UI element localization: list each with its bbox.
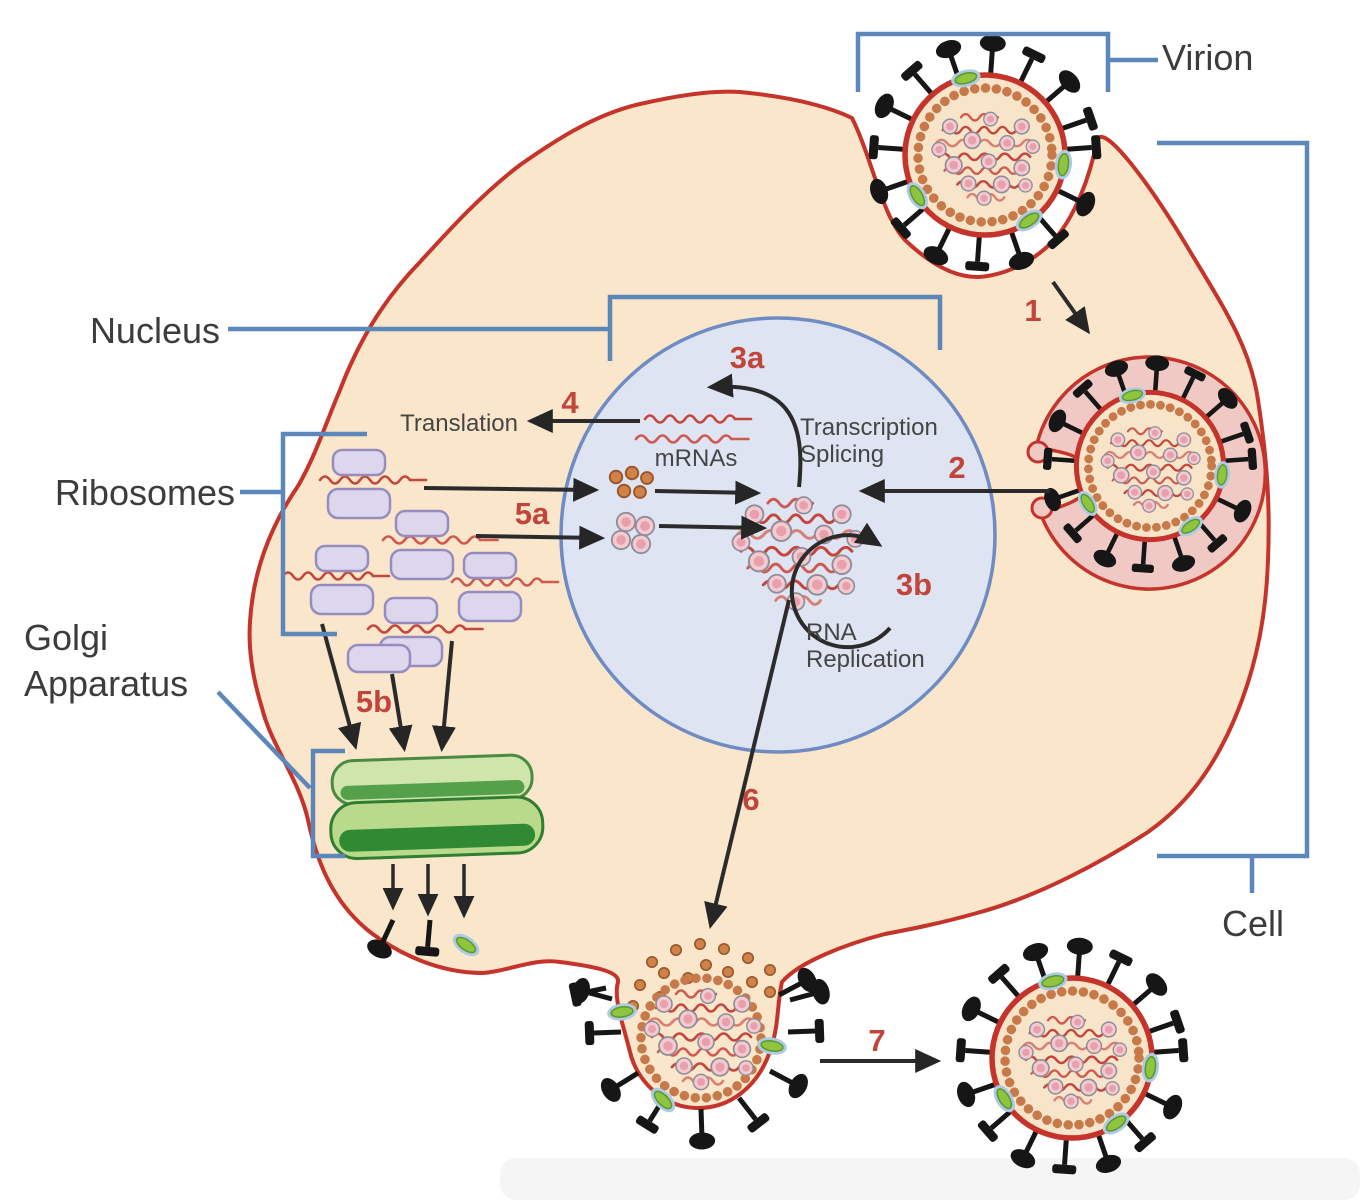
ribosomes-bracket [240, 431, 367, 637]
arrow-proteins-to-vrnp-1 [654, 480, 762, 505]
step-3b-label: 3b [896, 567, 932, 602]
arrow-mrna-import-1 [423, 477, 600, 502]
splicing-label: Splicing [800, 441, 884, 468]
golgi-pointer [216, 690, 345, 859]
mrnas-label: mRNAs [655, 445, 738, 472]
cell-bracket [1157, 140, 1310, 893]
step-6-label: 6 [742, 782, 759, 817]
step-4-label: 4 [561, 385, 579, 420]
rna-replication-label-line1: RNA [806, 619, 857, 646]
process-arrows [320, 280, 1091, 1073]
golgi-label-line1: Golgi [24, 617, 108, 658]
ribosome-group [283, 448, 558, 674]
endosome [1026, 355, 1268, 591]
translation-label: Translation [400, 410, 518, 437]
step-1-label: 1 [1024, 293, 1041, 328]
arrow-step-1 [1051, 280, 1091, 335]
rna-replication-label-line2: Replication [806, 646, 925, 673]
golgi-apparatus [329, 753, 545, 861]
golgi-label-line2: Apparatus [24, 663, 188, 704]
arrow-step-5b-1 [320, 623, 362, 751]
ribosomes-label: Ribosomes [55, 472, 235, 513]
background-strip [500, 1158, 1360, 1200]
arrow-step-6 [704, 599, 791, 930]
arrow-step-3a [706, 373, 803, 488]
step-2-label: 2 [948, 450, 965, 485]
virion-label: Virion [1162, 37, 1253, 78]
arrow-step-5b-3 [432, 640, 456, 753]
nucleus-label: Nucleus [90, 310, 220, 351]
cell-label: Cell [1222, 903, 1284, 944]
arrow-mrna-import-2 [475, 525, 606, 550]
arrow-proteins-to-vrnp-2 [658, 515, 768, 540]
arrow-step-3b [789, 522, 892, 650]
ribosome-subunit [346, 643, 412, 674]
step-5a-label: 5a [515, 496, 550, 531]
budding-virion [568, 937, 832, 1150]
released-virion-icon [954, 937, 1189, 1176]
step-5b-label: 5b [356, 684, 392, 719]
step-7-label: 7 [868, 1023, 885, 1058]
virion-bracket [855, 31, 1158, 92]
callout-lines [216, 31, 1310, 893]
nucleus-pointer [228, 294, 943, 361]
arrow-step-5b-2 [388, 673, 413, 753]
transcription-label: Transcription [800, 414, 938, 441]
step-3a-label: 3a [730, 340, 765, 375]
